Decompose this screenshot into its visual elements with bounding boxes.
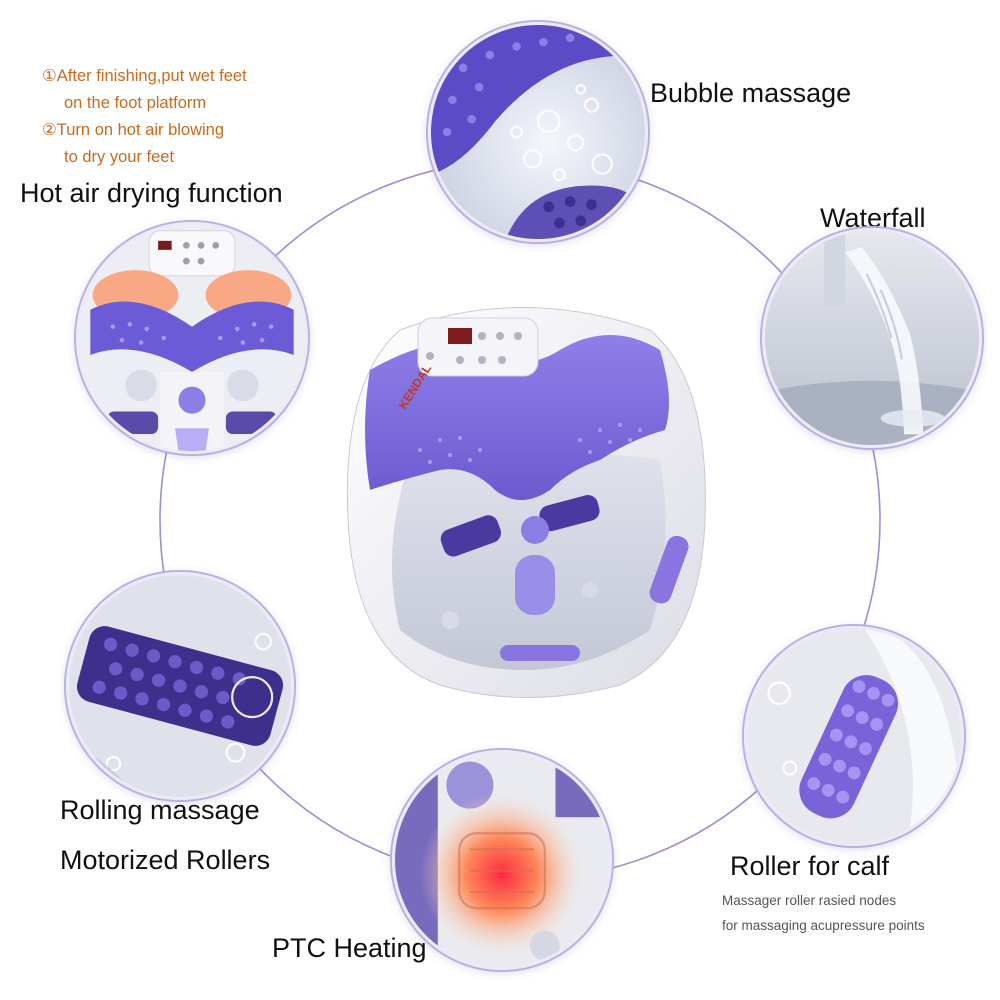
bubble-massage-image <box>428 22 648 242</box>
label-rolling-massage: Rolling massage <box>60 795 260 825</box>
foot-spa-product-image: KENDAL <box>330 290 720 700</box>
note-step2-line2: to dry your feet <box>64 148 175 166</box>
calf-description-line1: Massager roller rasied nodes <box>722 893 897 908</box>
ptc-heating-image <box>392 750 612 970</box>
note-step1-line1: ①After finishing,put wet feet <box>42 67 247 85</box>
note-step1-line2: on the foot platform <box>64 94 207 112</box>
roller-for-calf-image <box>744 626 964 846</box>
rolling-massage-image <box>66 572 294 800</box>
note-step1: ①After finishing,put wet feet on the foo… <box>42 63 247 117</box>
label-ptc-heating: PTC Heating <box>272 933 427 963</box>
hot-air-drying-image <box>76 222 308 454</box>
label-hot-air-drying: Hot air drying function <box>20 178 283 208</box>
calf-description-line2: for massaging acupressure points <box>722 918 925 933</box>
calf-description: Massager roller rasied nodes for massagi… <box>722 888 925 938</box>
note-step2-line1: ②Turn on hot air blowing <box>42 121 225 139</box>
label-bubble-massage: Bubble massage <box>650 78 852 108</box>
label-roller-for-calf: Roller for calf <box>730 851 890 881</box>
waterfall-image <box>762 228 982 448</box>
note-step2: ②Turn on hot air blowing to dry your fee… <box>42 117 224 171</box>
label-motorized-rollers: Motorized Rollers <box>60 845 271 875</box>
